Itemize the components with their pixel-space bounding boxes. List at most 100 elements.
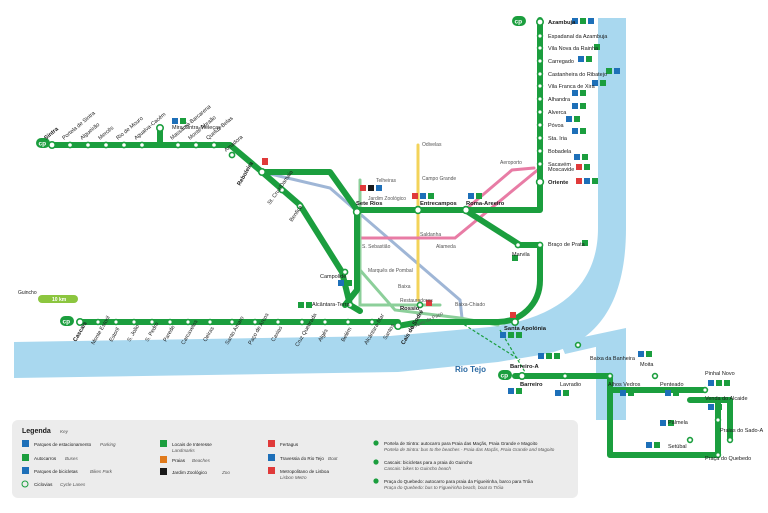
label-telheiras: Telheiras — [376, 178, 397, 184]
label-sta-iria: Sta. Iria — [548, 136, 568, 142]
label-praias-sado: Praias do Sado-A — [720, 428, 763, 434]
label-marvila: Marvila — [512, 252, 531, 258]
label-moscavide: Moscavide — [548, 167, 574, 173]
label-s-sebastiao: S. Sebastião — [362, 244, 391, 250]
label-jardim-zoo: Jardim Zoológico — [368, 196, 406, 202]
label-barreiro-a: Barreiro-A — [510, 364, 539, 370]
label-lockers: Locais de Interesse — [172, 442, 212, 447]
label-rossio: Rossio — [400, 306, 420, 312]
metro-icon — [268, 467, 275, 474]
svg-text:cp: cp — [39, 141, 47, 148]
label-saldanha: Saldanha — [420, 232, 441, 238]
label-mira-sintra: Mira Sintra-Meleças — [172, 125, 221, 131]
label-parking: Parques de estacionamento — [34, 442, 92, 447]
river-tejo — [14, 18, 626, 420]
bus-icon — [22, 454, 29, 461]
label-beaches-en: Beaches — [192, 458, 211, 463]
river-label: Rio Tejo — [455, 365, 486, 374]
label-bikes: Parques de bicicletas — [34, 469, 78, 474]
label-roma-areeiro: Roma-Areeiro — [466, 201, 505, 207]
label-oriente: Oriente — [548, 180, 569, 186]
label-palmela: Palmela — [668, 420, 689, 426]
svg-text:cp: cp — [63, 319, 71, 326]
label-metro: Metropolitano de Lisboa — [280, 469, 329, 474]
label-restauradores: Restauradores — [400, 298, 433, 304]
label-beaches: Praias — [172, 458, 186, 463]
label-venda-alcaide: Venda do Alcaide — [705, 396, 748, 402]
svg-text:cp: cp — [515, 19, 523, 26]
label-campo-grande: Campo Grande — [422, 176, 456, 182]
label-baixa: Baixa — [398, 284, 411, 290]
label-campolide: Campolide — [320, 274, 346, 280]
legend: Legenda Key Parques de estacionamento Pa… — [12, 420, 578, 498]
label-lavradio: Lavradio — [560, 382, 581, 388]
label-sintra: Sintra — [43, 126, 60, 142]
label-marques-pombal: Marquês de Pombal — [368, 268, 413, 274]
label-title: Legenda — [22, 428, 51, 435]
label-setubal: Setúbal — [668, 444, 687, 450]
cycle-icon — [21, 480, 29, 488]
label-alameda: Alameda — [436, 244, 456, 250]
label-ferry-en: Boat — [328, 456, 338, 461]
landmark-icon — [160, 440, 167, 447]
label-merces: Mercês — [97, 125, 115, 141]
label-praca-quebedo: Praça do Quebedo — [705, 456, 751, 462]
label-note1-en: Portela de Sintra: bus to the beaches - … — [384, 447, 555, 452]
label-vila-nova-rainha: Vila Nova da Rainha — [548, 46, 599, 52]
label-metro-en: Lisbon Metro — [280, 475, 307, 480]
label-zoo: Jardim Zoológico — [172, 470, 207, 475]
label-espadanal: Espadanal da Azambuja — [548, 34, 608, 40]
label-port: Fertagus — [280, 442, 299, 447]
label-alcantara-terra: Alcântara-Terra — [312, 302, 351, 308]
label-title-en: Key — [60, 429, 69, 434]
label-moita: Moita — [640, 362, 654, 368]
label-km: 10 km — [52, 297, 67, 303]
azambuja-line-labels: Azambuja Espadanal da Azambuja Vila Nova… — [548, 20, 608, 186]
label-zoo-en: Zoo — [221, 470, 230, 475]
label-note2: Cascais: bicicletas para a praia do Guin… — [384, 460, 473, 465]
label-reboleira: Reboleira — [237, 160, 256, 187]
label-povoa: Póvoa — [548, 123, 565, 129]
label-vila-franca: Vila Franca de Xira — [548, 84, 596, 90]
guincho-bike-route: 10 km — [38, 295, 78, 303]
cp-logo: cp cp cp cp — [36, 16, 526, 380]
station-markers[interactable] — [47, 17, 734, 459]
label-bikes-en: Bikes Park — [90, 469, 113, 474]
label-ferry: Travessia do Rio Tejo — [280, 456, 324, 461]
label-bus: Autocarros — [34, 456, 57, 461]
south-labels: Barreiro-A Barreiro Lavradio Baixa da Ba… — [510, 356, 763, 462]
label-note1: Portela de Sintra: autocarro para Praia … — [384, 441, 538, 446]
label-cycle-en: Cycle Lanes — [60, 482, 86, 487]
label-alhos-vedros: Alhos Vedros — [608, 382, 641, 388]
label-azambuja: Azambuja — [548, 20, 576, 26]
ferry-icon — [268, 454, 275, 461]
label-cycle: Ciclovias — [34, 482, 53, 487]
label-alhandra: Alhandra — [548, 97, 571, 103]
svg-text:cp: cp — [501, 373, 509, 380]
bike-park-icon — [22, 467, 29, 474]
parking-icon — [22, 440, 29, 447]
ferry-routes — [459, 321, 526, 373]
fertagus-icon — [268, 440, 275, 447]
label-lockers-en: Landmarks — [172, 448, 195, 453]
label-baixa-banheira: Baixa da Banheira — [590, 356, 636, 362]
label-braco-prata: Braço de Prata — [548, 242, 586, 248]
label-alverca: Alverca — [548, 110, 567, 116]
guincho-label: Guincho — [18, 290, 37, 296]
label-parking-en: Parking — [100, 442, 116, 447]
label-note2-en: Cascais: bikes to Guincho beach — [384, 466, 451, 471]
label-santa-apolonia: Santa Apolónia — [504, 326, 547, 332]
label-barreiro: Barreiro — [520, 382, 543, 388]
label-odivelas: Odivelas — [422, 142, 442, 148]
label-note3: Praça do Quebedo: autocarro para praia d… — [384, 479, 533, 484]
beach-icon — [160, 456, 167, 463]
label-carregado: Carregado — [548, 59, 574, 65]
label-sete-rios: Sete Rios — [356, 201, 382, 207]
service-icons — [172, 18, 730, 448]
label-bobadela: Bobadela — [548, 149, 572, 155]
label-aeroporto: Aeroporto — [500, 160, 522, 166]
label-cascais: Cascais — [73, 321, 89, 343]
label-pinhal-novo: Pinhal Novo — [705, 371, 735, 377]
label-penteado: Penteado — [660, 382, 684, 388]
